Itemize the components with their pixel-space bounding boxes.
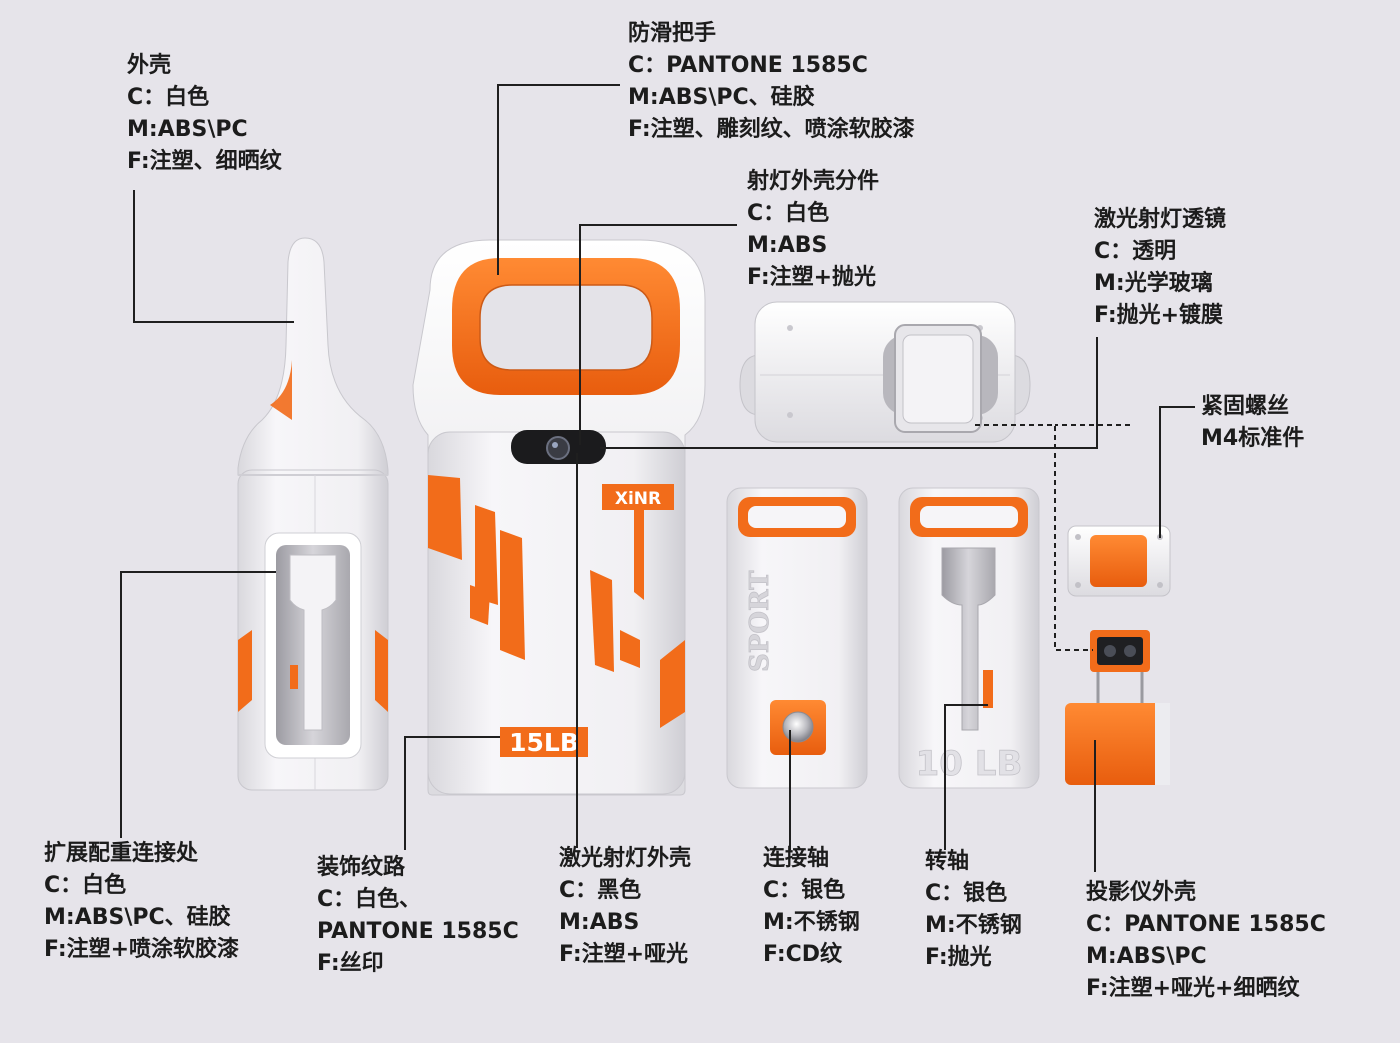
label-shell-material: M:ABS\PC	[127, 117, 248, 142]
label-spot-shell-part-color: C：白色	[747, 201, 830, 226]
label-projector: 投影仪外壳 C：PANTONE 1585C M:ABS\PC F:注塑+哑光+细…	[1086, 877, 1326, 1005]
label-expansion-color: C：白色	[44, 873, 127, 898]
label-laser-shell: 激光射灯外壳 C：黑色 M:ABS F:注塑+哑光	[559, 843, 691, 971]
label-handle-material: M:ABS\PC、硅胶	[628, 85, 815, 110]
label-expansion: 扩展配重连接处 C：白色 M:ABS\PC、硅胶 F:注塑+喷涂软胶漆	[44, 838, 239, 966]
label-laser-shell-material: M:ABS	[559, 910, 640, 935]
label-shell-color: C：白色	[127, 85, 210, 110]
label-shell-title: 外壳	[127, 53, 172, 78]
brand-logo: XiNR	[615, 489, 661, 509]
label-handle-color: C：PANTONE 1585C	[628, 53, 868, 78]
leader-lines	[120, 84, 1195, 872]
main-kettlebell-body: XiNR 15LB	[412, 239, 706, 796]
fastening-screw-panel	[1067, 525, 1171, 597]
label-expansion-title: 扩展配重连接处	[44, 841, 199, 866]
label-laser-lens-color: C：透明	[1094, 239, 1177, 264]
label-laser-shell-color: C：黑色	[559, 878, 642, 903]
label-projector-finish: F:注塑+哑光+细晒纹	[1086, 976, 1300, 1001]
label-axle-finish: F:CD纹	[763, 942, 843, 967]
plate-10lb: 10 LB	[898, 487, 1040, 789]
label-pivot-material: M:不锈钢	[925, 913, 1022, 938]
label-laser-shell-finish: F:注塑+哑光	[559, 942, 689, 967]
label-spot-shell-part-title: 射灯外壳分件	[747, 169, 880, 194]
label-laser-lens-finish: F:抛光+镀膜	[1094, 303, 1224, 328]
spotlight-shell-part	[739, 301, 1031, 443]
label-pivot-title: 转轴	[925, 849, 970, 874]
projector-shell	[1065, 630, 1170, 785]
label-axle-title: 连接轴	[763, 846, 830, 871]
label-laser-lens-material: M:光学玻璃	[1094, 271, 1213, 296]
label-pivot-finish: F:抛光	[925, 945, 992, 970]
label-axle-color: C：银色	[763, 878, 846, 903]
plate-weight-emboss: 10 LB	[916, 744, 1023, 784]
label-decor-color-2: PANTONE 1585C	[317, 919, 519, 944]
label-decor-title: 装饰纹路	[317, 855, 406, 880]
label-shell: 外壳 C：白色 M:ABS\PC F:注塑、细晒纹	[127, 50, 282, 178]
label-laser-shell-title: 激光射灯外壳	[559, 846, 692, 871]
label-projector-color: C：PANTONE 1585C	[1086, 912, 1326, 937]
label-expansion-material: M:ABS\PC、硅胶	[44, 905, 231, 930]
label-projector-material: M:ABS\PC	[1086, 944, 1207, 969]
label-projector-title: 投影仪外壳	[1086, 880, 1197, 905]
dashed-guide-lines	[975, 424, 1130, 651]
label-spot-shell-part-finish: F:注塑+抛光	[747, 265, 877, 290]
label-axle: 连接轴 C：银色 M:不锈钢 F:CD纹	[763, 843, 860, 971]
label-decor-color: C：白色、	[317, 887, 422, 912]
side-view-shell	[237, 237, 389, 791]
label-handle: 防滑把手 C：PANTONE 1585C M:ABS\PC、硅胶 F:注塑、雕刻…	[628, 18, 915, 146]
plate-sport: SPORT	[726, 487, 868, 789]
label-handle-title: 防滑把手	[628, 21, 717, 46]
label-spot-shell-part-material: M:ABS	[747, 233, 828, 258]
weight-badge-main: 15LB	[509, 728, 579, 757]
label-pivot-color: C：银色	[925, 881, 1008, 906]
label-screw-material: M4标准件	[1201, 426, 1305, 451]
label-screw: 紧固螺丝 M4标准件	[1201, 391, 1304, 455]
label-laser-lens: 激光射灯透镜 C：透明 M:光学玻璃 F:抛光+镀膜	[1094, 204, 1226, 332]
label-decor-finish: F:丝印	[317, 951, 384, 976]
label-laser-lens-title: 激光射灯透镜	[1094, 207, 1227, 232]
label-axle-material: M:不锈钢	[763, 910, 860, 935]
label-shell-finish: F:注塑、细晒纹	[127, 149, 282, 174]
plate-emboss-text: SPORT	[745, 570, 775, 672]
label-decor: 装饰纹路 C：白色、 PANTONE 1585C F:丝印	[317, 852, 519, 980]
label-screw-title: 紧固螺丝	[1201, 394, 1290, 419]
label-pivot: 转轴 C：银色 M:不锈钢 F:抛光	[925, 846, 1022, 974]
label-spot-shell-part: 射灯外壳分件 C：白色 M:ABS F:注塑+抛光	[747, 166, 879, 294]
label-expansion-finish: F:注塑+喷涂软胶漆	[44, 937, 240, 962]
label-handle-finish: F:注塑、雕刻纹、喷涂软胶漆	[628, 117, 915, 142]
